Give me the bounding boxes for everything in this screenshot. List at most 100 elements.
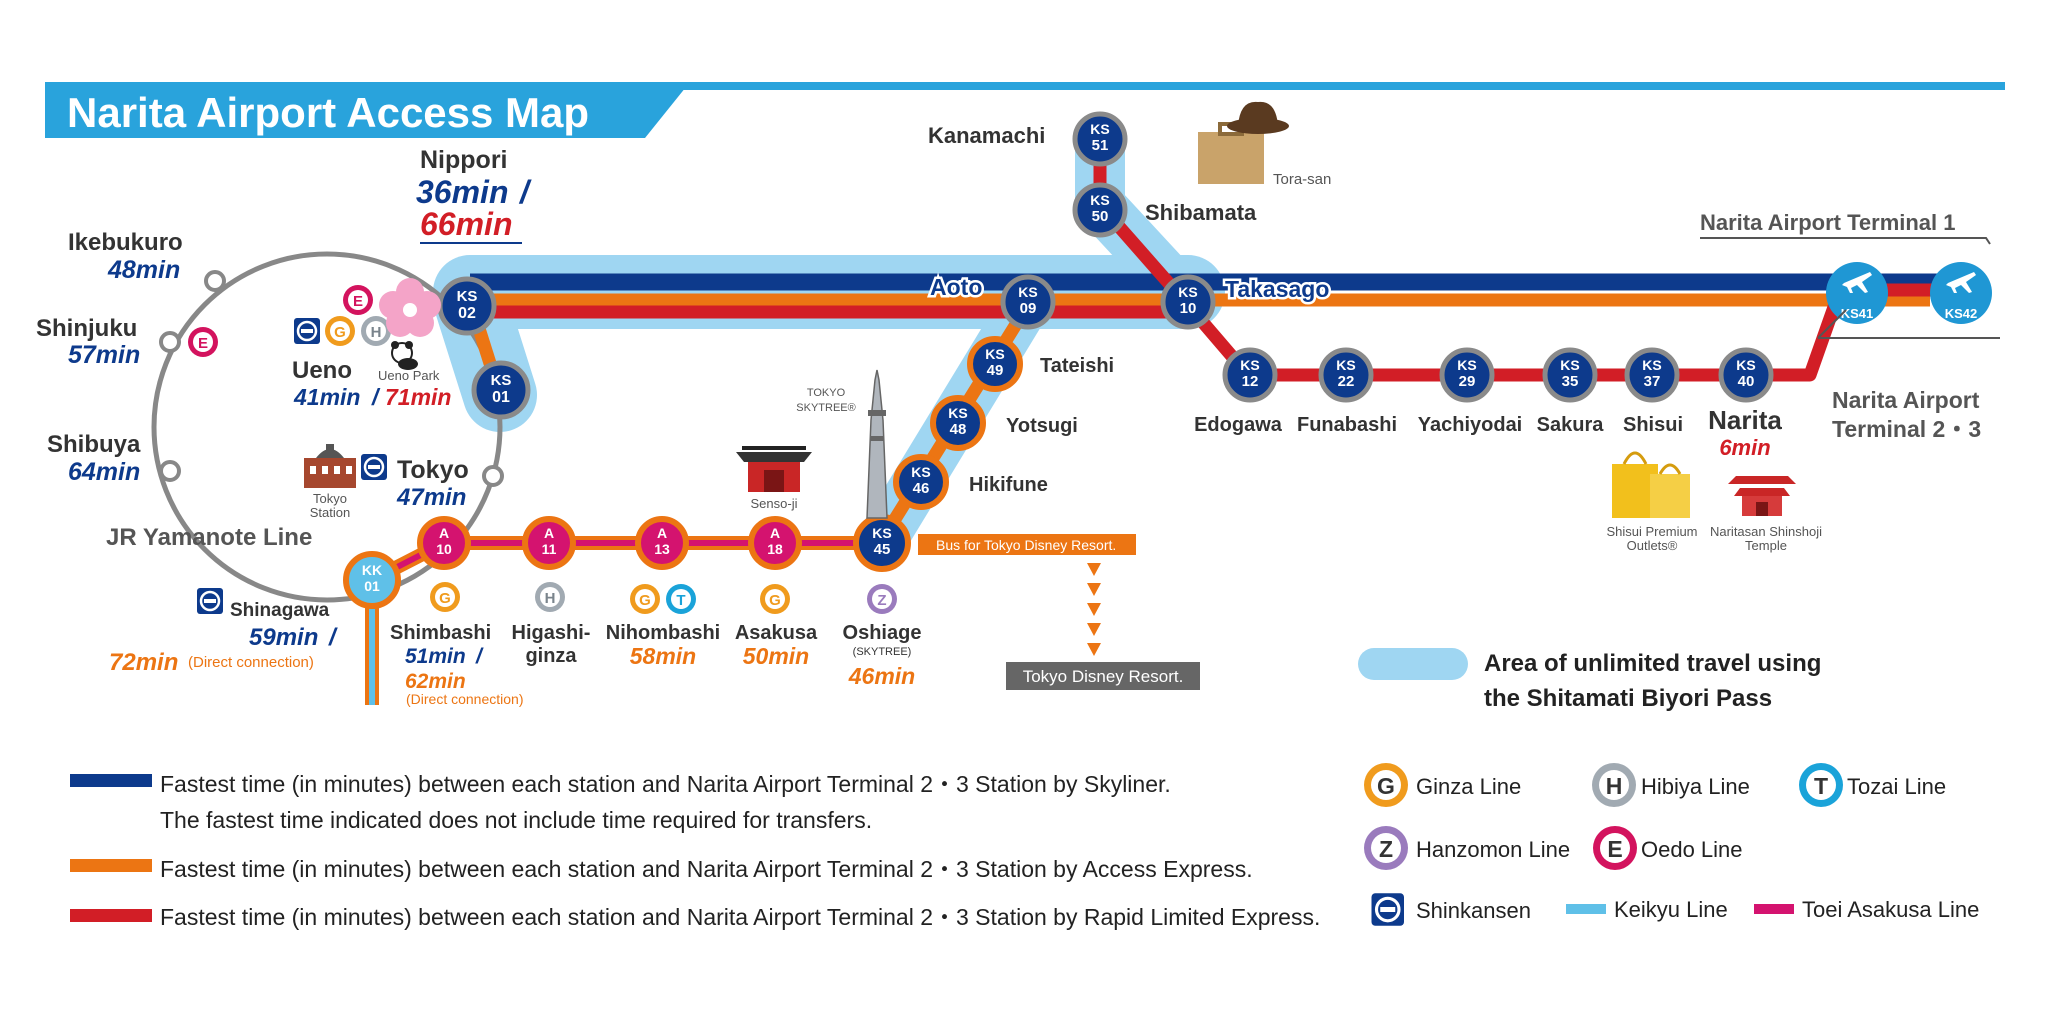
pass-legend-line2: the Shitamati Biyori Pass xyxy=(1484,685,1772,712)
svg-text:KS: KS xyxy=(911,464,930,480)
station-ks42: KS42 xyxy=(1930,262,1992,324)
svg-text:KS: KS xyxy=(1178,284,1197,300)
shinjuku-name: Shinjuku xyxy=(36,315,137,342)
pass-area-legend-swatch xyxy=(1358,648,1468,680)
shimbashi-note: (Direct connection) xyxy=(406,691,524,707)
svg-text:H: H xyxy=(545,590,556,607)
svg-text:50: 50 xyxy=(1092,208,1109,225)
skyliner-legend-note: The fastest time indicated does not incl… xyxy=(160,807,872,833)
shibuya-node xyxy=(159,460,181,482)
svg-text:KS: KS xyxy=(1642,357,1661,373)
svg-text:11: 11 xyxy=(542,541,557,557)
svg-text:Senso-ji: Senso-ji xyxy=(751,496,798,511)
oedo-badge-shinjuku: E xyxy=(188,327,218,357)
svg-text:KS: KS xyxy=(1018,284,1037,300)
svg-text:Tozai Line: Tozai Line xyxy=(1847,774,1946,799)
higashiginza-name: Higashi- xyxy=(512,622,591,644)
shinagawa-time-skyliner: 59min xyxy=(249,624,318,651)
landmarks: Tora-san Ueno Park Tokyo xyxy=(304,101,1822,553)
svg-text:ginza: ginza xyxy=(525,645,577,667)
ginza-badge-ueno: G xyxy=(325,316,355,346)
svg-text:E: E xyxy=(198,335,208,352)
legend-oedo: E Oedo Line xyxy=(1593,826,1743,870)
svg-text:G: G xyxy=(639,592,651,609)
svg-text:Tokyo: Tokyo xyxy=(313,491,347,506)
nippori-name: Nippori xyxy=(420,146,508,174)
access-legend-swatch xyxy=(70,859,152,872)
svg-text:A: A xyxy=(544,525,554,541)
svg-text:Shinkansen: Shinkansen xyxy=(1416,898,1531,923)
svg-text:G: G xyxy=(334,324,346,341)
station-a18: A18 xyxy=(748,516,802,570)
ikebukuro-time: 48min xyxy=(107,256,180,284)
svg-text:KS: KS xyxy=(948,405,967,421)
oshiage-time: 46min xyxy=(848,663,915,689)
svg-text:KS: KS xyxy=(985,346,1004,362)
svg-text:Naritasan Shinshoji: Naritasan Shinshoji xyxy=(1710,524,1822,539)
shinjuku-time: 57min xyxy=(68,341,140,369)
svg-text:Oedo Line: Oedo Line xyxy=(1641,837,1743,862)
svg-text:KS: KS xyxy=(1560,357,1579,373)
ueno-park-label: Ueno Park xyxy=(378,368,440,383)
pass-legend-line1: Area of unlimited travel using xyxy=(1484,650,1821,677)
disney-bus-label: Bus for Tokyo Disney Resort. xyxy=(936,537,1116,553)
svg-text:KS: KS xyxy=(1736,357,1755,373)
asakusa-name: Asakusa xyxy=(735,622,818,644)
tokyo-name: Tokyo xyxy=(397,456,469,484)
svg-text:48: 48 xyxy=(950,421,967,438)
terminal1-name: Narita Airport Terminal 1 xyxy=(1700,210,1956,235)
svg-text:02: 02 xyxy=(458,305,476,322)
disney-bus: Bus for Tokyo Disney Resort. Tokyo Disne… xyxy=(918,534,1200,690)
page-title: Narita Airport Access Map xyxy=(67,89,589,136)
panda-icon xyxy=(391,341,418,370)
svg-text:10: 10 xyxy=(1180,300,1197,317)
ginza-badge-shimbashi: G xyxy=(430,582,460,612)
ikebukuro-name: Ikebukuro xyxy=(68,229,183,256)
rapid-legend-text: Fastest time (in minutes) between each s… xyxy=(160,904,1320,930)
nihombashi-name: Nihombashi xyxy=(606,622,720,644)
yachiyodai-name: Yachiyodai xyxy=(1418,414,1523,436)
legend-toei-asakusa: Toei Asakusa Line xyxy=(1754,897,1979,922)
ueno-name: Ueno xyxy=(292,357,352,384)
rapid-legend-swatch xyxy=(70,909,152,922)
pass-legend: Area of unlimited travel using the Shita… xyxy=(1484,650,1821,712)
station-a10: A10 xyxy=(417,516,471,570)
svg-text:T: T xyxy=(1814,773,1828,799)
oedo-badge-ueno: E xyxy=(343,285,373,315)
shinshoji-temple-icon: Naritasan Shinshoji Temple xyxy=(1710,476,1822,553)
svg-text:SKYTREE®: SKYTREE® xyxy=(796,402,855,414)
nippori-time-rapid: 66min xyxy=(420,206,512,242)
svg-text:KS: KS xyxy=(491,372,512,389)
svg-text:KS: KS xyxy=(1336,357,1355,373)
ginza-badge-asakusa: G xyxy=(760,584,790,614)
shinagawa-name: Shinagawa xyxy=(230,600,330,621)
svg-text:KS41: KS41 xyxy=(1841,306,1874,321)
svg-text:49: 49 xyxy=(987,362,1004,379)
svg-text:Outlets®: Outlets® xyxy=(1627,538,1678,553)
kanamachi-name: Kanamachi xyxy=(928,123,1045,148)
svg-text:TOKYO: TOKYO xyxy=(807,387,846,399)
svg-text:10: 10 xyxy=(436,541,452,557)
nippori-time-skyliner: 36min xyxy=(416,174,508,210)
aoto-name: Aoto xyxy=(930,274,982,300)
svg-text:Shisui Premium: Shisui Premium xyxy=(1606,524,1697,539)
disney-resort-label: Tokyo Disney Resort. xyxy=(1023,667,1184,686)
svg-text:Z: Z xyxy=(877,592,886,609)
svg-text:A: A xyxy=(439,525,449,541)
shinkansen-icon-shinagawa xyxy=(195,586,225,616)
senso-ji-gate-icon: Senso-ji xyxy=(736,446,812,511)
svg-text:E: E xyxy=(1607,836,1622,862)
oshiage-name: Oshiage xyxy=(843,622,922,644)
cherry-blossom-icon xyxy=(379,278,441,337)
tokyo-node xyxy=(482,465,504,487)
svg-text:KS: KS xyxy=(1457,357,1476,373)
shinagawa-note: (Direct connection) xyxy=(188,654,314,671)
